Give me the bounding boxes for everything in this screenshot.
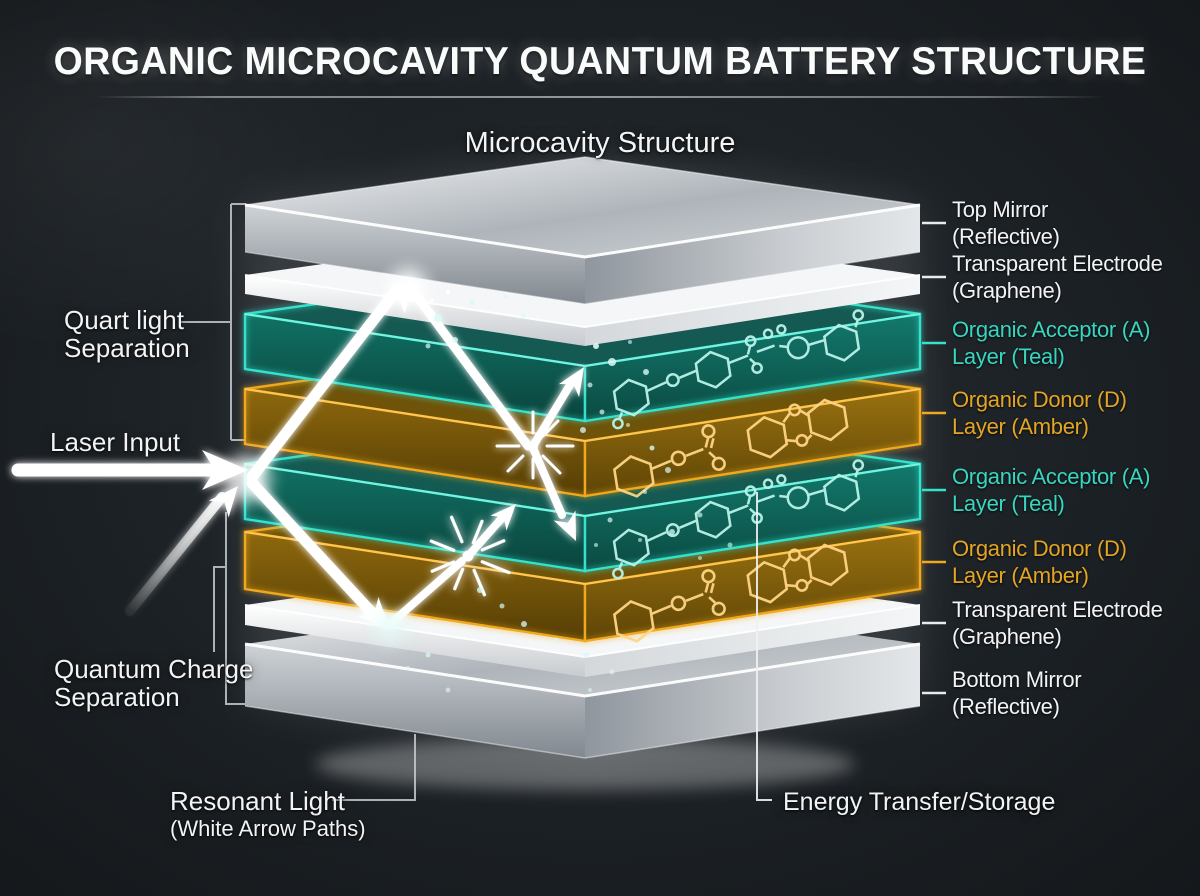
glow-spots (223, 268, 428, 644)
quart-light-bracket (180, 203, 246, 441)
beam-up-right (246, 285, 402, 483)
beam-down-right (246, 477, 380, 621)
label-organic-acceptor-1: Organic Acceptor (A)Layer (Teal) (952, 317, 1151, 369)
diagram-subtitle: Microcavity Structure (464, 127, 736, 159)
molecule-structure (612, 309, 865, 430)
arrowhead (553, 510, 576, 541)
right-label-ticks (922, 221, 946, 695)
label-transparent-electrode-bottom: Transparent Electrode(Graphene) (952, 597, 1163, 649)
label-organic-acceptor-2: Organic Acceptor (A)Layer (Teal) (952, 464, 1151, 516)
label-bottom-mirror: Bottom Mirror(Reflective) (952, 667, 1082, 719)
label-quart-light-separation: Quart light Separation (64, 305, 190, 363)
beam-scatter-up (529, 381, 574, 450)
label-laser-input: Laser Input (50, 427, 181, 457)
label-quantum-charge-separation: Quantum Charge Separation (54, 654, 254, 712)
resonant-beam-lower-left (125, 492, 227, 616)
arrowhead (558, 367, 584, 398)
molecule-structure (612, 543, 849, 643)
quantum-charge-bracket (213, 512, 247, 705)
floor-glow (315, 738, 855, 790)
layer-top-mirror (244, 156, 921, 305)
label-organic-donor-1: Organic Donor (D)Layer (Amber) (952, 387, 1127, 439)
label-transparent-electrode-top: Transparent Electrode(Graphene) (952, 251, 1163, 303)
arrowhead (490, 504, 516, 531)
energy-transfer-connector (756, 492, 772, 801)
sparkle-burst (429, 515, 511, 597)
beam-scatter-down (529, 444, 566, 519)
page-title: ORGANIC MICROCAVITY QUANTUM BATTERY STRU… (53, 40, 1147, 83)
resonant-light-connector (332, 734, 416, 801)
molecule-structure (612, 398, 849, 498)
label-energy-transfer-storage: Energy Transfer/Storage (783, 788, 1056, 816)
sparkle-burst (495, 410, 575, 480)
light-paths (11, 280, 584, 630)
label-organic-donor-2: Organic Donor (D)Layer (Amber) (952, 536, 1127, 588)
molecule-structure (612, 459, 865, 580)
label-top-mirror: Top Mirror(Reflective) (952, 197, 1060, 249)
particle-dots (406, 289, 733, 693)
label-resonant-light: Resonant Light (White Arrow Paths) (170, 786, 366, 841)
beam-reflect-up (386, 557, 466, 628)
title-divider (95, 96, 1105, 98)
beam-scatter-up2 (466, 514, 506, 558)
